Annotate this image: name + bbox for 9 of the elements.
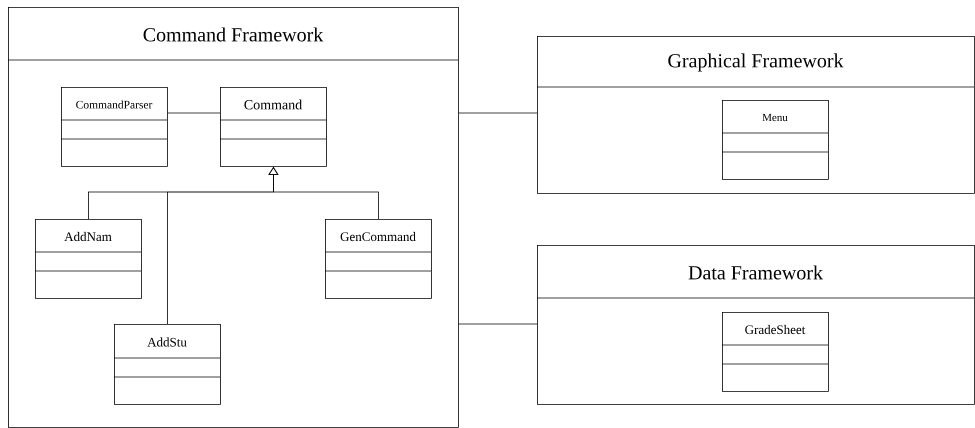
association-line — [458, 112, 538, 114]
class-box: Command — [220, 87, 327, 167]
class-box: Menu — [722, 100, 829, 180]
class-box: AddNam — [34, 219, 142, 299]
association-line — [167, 112, 220, 114]
class-box: CommandParser — [60, 87, 168, 167]
class-box: AddStu — [114, 324, 221, 405]
class-box: GradeSheet — [722, 312, 829, 392]
class-box: GenCommand — [324, 219, 432, 299]
